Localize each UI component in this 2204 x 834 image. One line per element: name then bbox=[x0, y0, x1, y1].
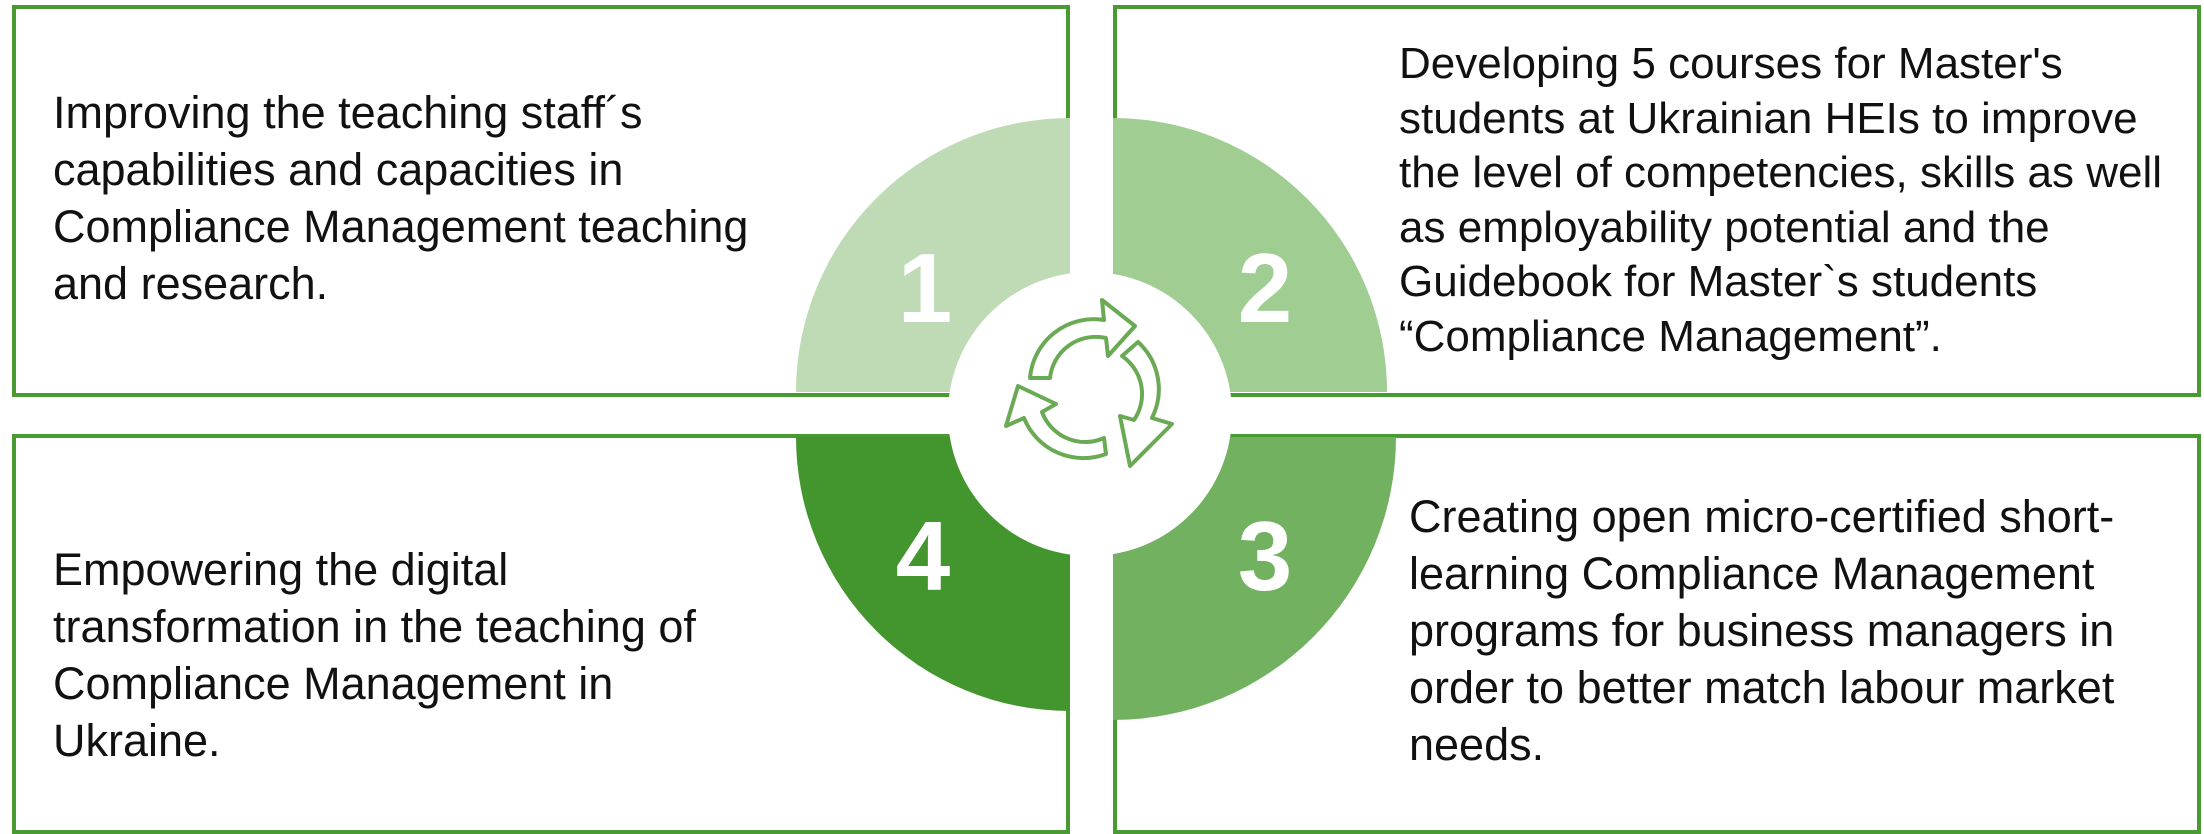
quadrant-4-number: 4 bbox=[896, 501, 951, 611]
recycle-cycle-arrows-icon bbox=[1004, 298, 1174, 468]
quadrant-2-number: 2 bbox=[1238, 233, 1293, 343]
quadrant-2-text: Developing 5 courses for Master's studen… bbox=[1399, 39, 2162, 361]
quadrant-4-text: Empowering the digital transformation in… bbox=[53, 544, 696, 766]
quadrant-3-number: 3 bbox=[1238, 501, 1293, 611]
center-hub bbox=[948, 272, 1232, 556]
quadrant-1-text: Improving the teaching staff´s capabilit… bbox=[53, 87, 749, 309]
quadrant-3-text: Creating open micro-certified short-lear… bbox=[1409, 491, 2115, 770]
quadrant-1-number: 1 bbox=[898, 233, 953, 343]
